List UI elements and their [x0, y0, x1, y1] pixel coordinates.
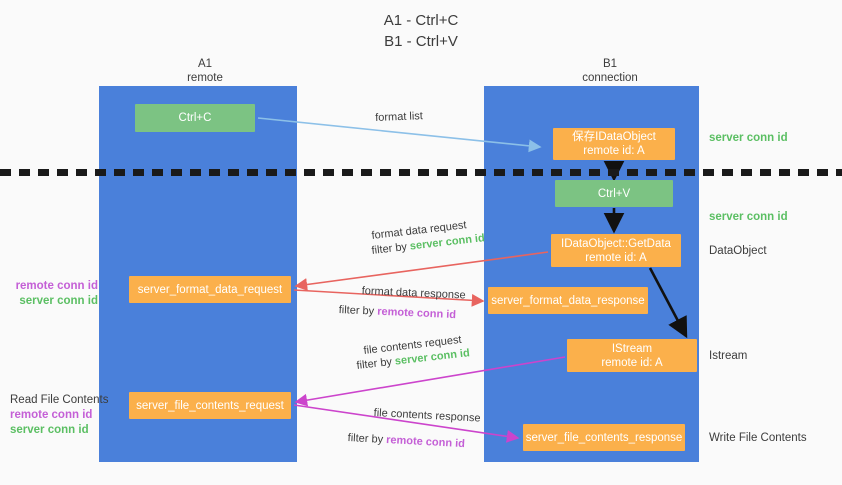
label-dataobject: DataObject: [709, 245, 767, 257]
edge-label-file-contents-response-filter: filter by remote conn id: [347, 432, 465, 450]
column-header-b1: B1 connection: [582, 58, 638, 84]
label-server-conn-id-2: server conn id: [10, 424, 89, 436]
label-server-conn-id-top: server conn id: [709, 132, 788, 144]
node-server-format-data-request[interactable]: server_format_data_request: [129, 276, 291, 303]
phase-divider-dashed-line: [0, 169, 842, 176]
node-idataobject-getdata[interactable]: IDataObject::GetData remote id: A: [551, 234, 681, 267]
label-write-file-contents: Write File Contents: [709, 432, 807, 444]
node-server-file-contents-response[interactable]: server_file_contents_response: [523, 424, 685, 451]
node-save-idataobject[interactable]: 保存IDataObject remote id: A: [553, 128, 675, 160]
node-ctrl-c[interactable]: Ctrl+C: [135, 104, 255, 132]
filter-prefix: filter by: [371, 240, 411, 257]
label-remote-conn-id-2: remote conn id: [10, 409, 93, 421]
label-conn-id-group-bottom: Read File Contents remote conn id server…: [10, 393, 200, 438]
edge-label-format-data-response: format data response: [361, 285, 466, 302]
edge-label-format-list: format list: [375, 110, 424, 124]
label-read-file-contents: Read File Contents: [10, 394, 109, 406]
node-ctrl-v[interactable]: Ctrl+V: [555, 180, 673, 207]
node-server-file-contents-request[interactable]: server_file_contents_request: [129, 392, 291, 419]
filter-prefix: filter by: [356, 355, 396, 372]
label-remote-conn-id-1: remote conn id: [15, 280, 98, 292]
column-header-a1: A1 remote: [187, 58, 223, 84]
label-conn-id-group-top: remote conn id server conn id: [10, 279, 98, 309]
node-istream[interactable]: IStream remote id: A: [567, 339, 697, 372]
edge-label-format-data-response-filter: filter by remote conn id: [338, 304, 456, 321]
filter-key-remote-conn-id: remote conn id: [385, 434, 466, 451]
page-title: A1 - Ctrl+C B1 - Ctrl+V: [383, 12, 459, 50]
node-server-format-data-response[interactable]: server_format_data_response: [488, 287, 648, 314]
filter-key-remote-conn-id: remote conn id: [376, 305, 457, 322]
edge-label-file-contents-response: file contents response: [373, 407, 481, 425]
filter-prefix: filter by: [338, 304, 378, 318]
label-istream: Istream: [709, 350, 748, 362]
label-server-conn-id-1: server conn id: [19, 295, 98, 307]
filter-prefix: filter by: [347, 432, 387, 446]
label-server-conn-id-mid: server conn id: [709, 211, 788, 223]
